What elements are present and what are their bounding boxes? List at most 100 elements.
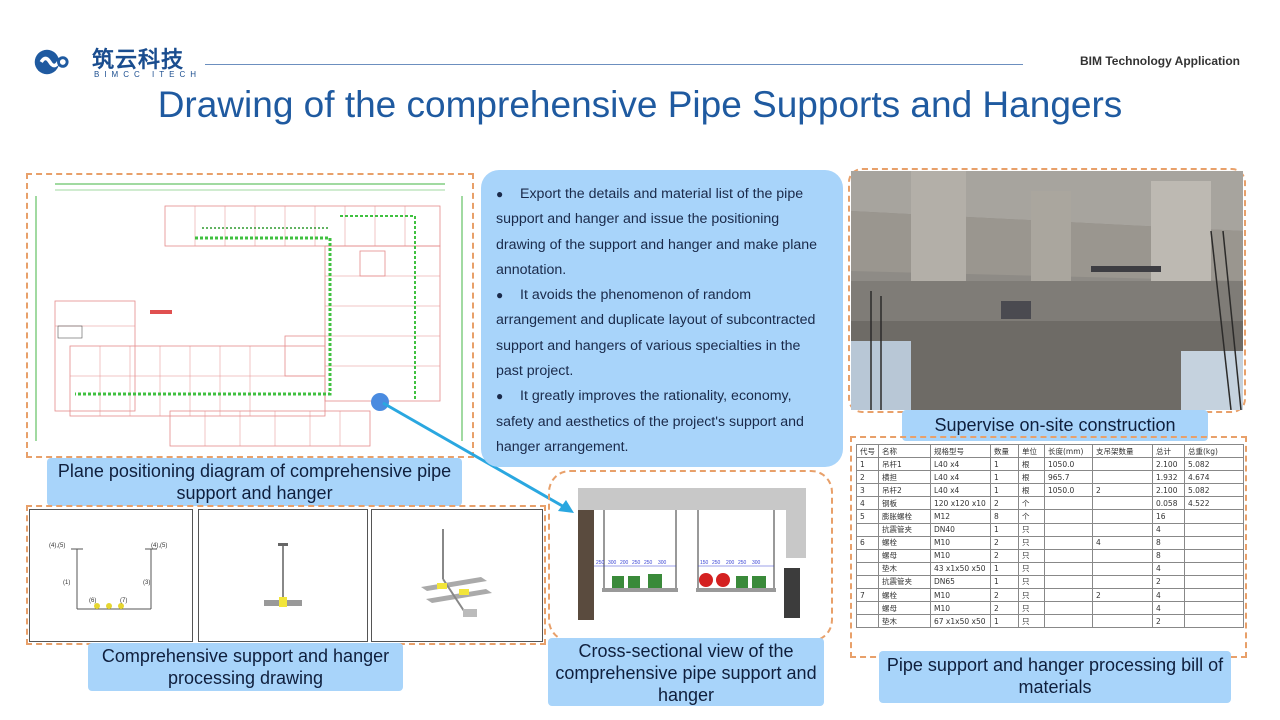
bullet-dot-icon: ● (496, 187, 504, 201)
drawing-label: (6) (89, 598, 96, 604)
bom-header-row: 代号 名称 规格型号 数量 单位 长度(mm) 支吊架数量 总计 总重(kg) (856, 444, 1244, 459)
company-logo: 筑云科技 BIMCC ITECH (34, 42, 204, 86)
bom-cell: 只 (1018, 535, 1045, 550)
drawing-label: (1) (63, 580, 70, 586)
bom-cell: 只 (1018, 614, 1045, 629)
bom-header-cell: 支吊架数量 (1092, 444, 1153, 459)
bom-cell: 螺栓 (878, 588, 931, 603)
bom-cell (1184, 509, 1244, 524)
bom-cell: 5.082 (1184, 457, 1244, 472)
bom-header-cell: 数量 (990, 444, 1019, 459)
processing-drawing-2 (198, 509, 368, 642)
bom-header-cell: 总重(kg) (1184, 444, 1244, 459)
bom-cell: 2 (990, 496, 1019, 511)
bom-cell (1092, 548, 1153, 563)
bom-cell: 4 (1152, 588, 1185, 603)
bom-cell: 只 (1018, 561, 1045, 576)
description-bubble: ●Export the details and material list of… (481, 170, 843, 467)
bom-table: 代号 名称 规格型号 数量 单位 长度(mm) 支吊架数量 总计 总重(kg) … (856, 444, 1244, 629)
bom-cell: 个 (1018, 509, 1045, 524)
bom-cell: 2 (990, 548, 1019, 563)
section-dim: 150 (700, 560, 709, 566)
bom-cell: 1 (990, 483, 1019, 498)
bom-cell: 只 (1018, 588, 1045, 603)
bom-header-cell: 规格型号 (930, 444, 991, 459)
bom-cell: 4.674 (1184, 470, 1244, 485)
plane-drawing-marker[interactable] (371, 393, 389, 411)
bom-table-wrap: 代号 名称 规格型号 数量 单位 长度(mm) 支吊架数量 总计 总重(kg) … (856, 444, 1244, 654)
bom-cell: 4.522 (1184, 496, 1244, 511)
logo-text-en: BIMCC ITECH (94, 70, 201, 79)
bom-cell: 1050.0 (1044, 457, 1093, 472)
bom-cell: 1 (990, 561, 1019, 576)
bom-cell: 2 (990, 601, 1019, 616)
bom-cell: 螺母 (878, 601, 931, 616)
bom-cell: 根 (1018, 457, 1045, 472)
bom-cell (1044, 614, 1093, 629)
bullet-dot-icon: ● (496, 389, 504, 404)
bom-cell: M10 (930, 535, 991, 550)
bom-cell: 16 (1152, 509, 1185, 524)
bom-cell (856, 601, 879, 616)
bom-cell (1092, 561, 1153, 576)
bom-cell: 0.058 (1152, 496, 1185, 511)
bom-cell: 抗震管夹 (878, 574, 931, 590)
section-dim: 250 (632, 560, 641, 566)
bom-cell: 2.100 (1152, 457, 1185, 472)
bom-cell: 钢板 (878, 496, 931, 511)
bom-cell (1184, 548, 1244, 563)
bom-cell (1044, 535, 1093, 550)
section-dim: 200 (726, 560, 735, 566)
bom-cell (1044, 588, 1093, 603)
bullet-item: ●It greatly improves the rationality, ec… (496, 384, 829, 460)
bom-header-cell: 代号 (856, 444, 879, 459)
drawing-label: (7) (120, 598, 127, 604)
bom-header-cell: 单位 (1018, 444, 1045, 459)
bom-cell (1044, 548, 1093, 563)
bom-cell: DN40 (930, 522, 991, 537)
bom-cell: M10 (930, 601, 991, 616)
bom-cell: 只 (1018, 574, 1045, 590)
bom-cell (1092, 614, 1153, 629)
bom-cell (856, 614, 879, 629)
bom-cell (1184, 561, 1244, 576)
floor-plan-drawing (30, 176, 470, 456)
bom-cell: 只 (1018, 601, 1045, 616)
bom-cell: L40 x4 (930, 483, 991, 498)
bom-cell: 4 (1092, 535, 1153, 550)
bullet-item: ●Export the details and material list of… (496, 182, 829, 283)
bom-cell (1044, 496, 1093, 511)
bom-cell: 垫木 (878, 614, 931, 629)
bom-cell: 8 (990, 509, 1019, 524)
drawing-label: (4),(5) (49, 543, 65, 549)
bom-cell (1092, 509, 1153, 524)
bom-cell (856, 548, 879, 563)
bom-cell: 根 (1018, 470, 1045, 485)
bom-cell (856, 561, 879, 576)
cross-section-drawing: 250 300 200 250 250 300 150 250 200 250 … (578, 488, 808, 628)
bom-cell: 120 x120 x10 (930, 496, 991, 511)
bom-cell: 4 (856, 496, 879, 511)
bom-cell (1044, 561, 1093, 576)
bom-cell: 根 (1018, 483, 1045, 498)
bom-cell (1184, 574, 1244, 590)
bom-cell: 2 (990, 535, 1019, 550)
bom-cell: 螺母 (878, 548, 931, 563)
bom-cell: 8 (1152, 548, 1185, 563)
bom-cell: 8 (1152, 535, 1185, 550)
bom-cell (1044, 601, 1093, 616)
logo-icon (34, 49, 69, 75)
bom-cell: 2 (1152, 614, 1185, 629)
bom-cell: M12 (930, 509, 991, 524)
plane-drawing-frame (26, 173, 474, 458)
bom-cell: 1 (990, 574, 1019, 590)
bom-cell: 只 (1018, 522, 1045, 537)
